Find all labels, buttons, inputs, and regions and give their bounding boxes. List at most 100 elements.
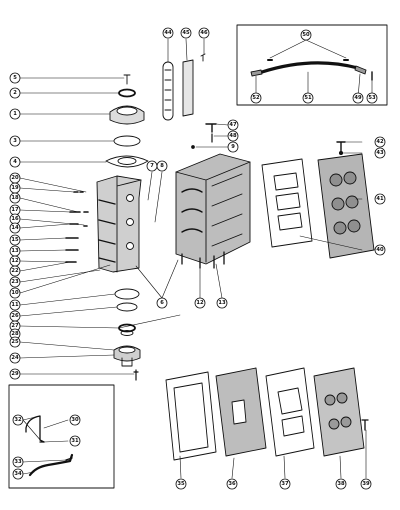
callout-8: 8	[156, 160, 168, 172]
svg-text:7: 7	[150, 163, 154, 169]
svg-text:13: 13	[218, 300, 226, 306]
callout-51: 51	[302, 92, 314, 104]
lower-left-parts	[113, 288, 141, 381]
svg-text:29: 29	[11, 371, 19, 377]
callout-49: 49	[352, 92, 364, 104]
svg-text:26: 26	[11, 313, 19, 319]
svg-text:35: 35	[177, 481, 185, 487]
svg-text:37: 37	[281, 481, 289, 487]
svg-text:30: 30	[71, 417, 79, 423]
svg-text:16: 16	[11, 216, 19, 222]
callout-20: 20	[9, 172, 21, 184]
svg-text:4: 4	[13, 159, 17, 165]
svg-text:33: 33	[14, 459, 22, 465]
svg-text:20: 20	[11, 175, 19, 181]
callout-43: 43	[374, 147, 386, 159]
callout-19: 19	[9, 182, 21, 194]
callout-52: 52	[250, 92, 262, 104]
callout-14: 14	[9, 222, 21, 234]
callout-48: 48	[227, 130, 239, 142]
callout-17: 17	[9, 204, 21, 216]
svg-text:17: 17	[11, 207, 19, 213]
svg-text:41: 41	[376, 196, 384, 202]
svg-text:1: 1	[13, 111, 17, 117]
svg-text:15: 15	[11, 237, 19, 243]
callout-45: 45	[180, 27, 192, 39]
svg-text:36: 36	[228, 481, 236, 487]
svg-text:49: 49	[354, 95, 362, 101]
callout-36: 36	[226, 478, 238, 490]
leader-lines	[19, 38, 373, 479]
callout-10: 10	[9, 287, 21, 299]
callout-16: 16	[9, 213, 21, 225]
callout-13: 13	[9, 245, 21, 257]
callout-47: 47	[227, 119, 239, 131]
hose-assembly	[236, 24, 388, 106]
svg-text:9: 9	[231, 144, 235, 150]
callout-12: 12	[9, 255, 21, 267]
callout-12-block: 12	[194, 297, 206, 309]
svg-text:18: 18	[11, 195, 19, 201]
callout-31: 31	[69, 435, 81, 447]
callout-5: 5	[9, 72, 21, 84]
callout-50: 50	[300, 29, 312, 41]
callout-46: 46	[198, 27, 210, 39]
callout-7: 7	[146, 160, 158, 172]
callout-3: 3	[9, 135, 21, 147]
svg-text:40: 40	[376, 247, 384, 253]
svg-text:43: 43	[376, 150, 384, 156]
svg-text:14: 14	[11, 225, 19, 231]
callouts: 5 2 1 3 4 20 19 18 17 16 14 15 13 12 22 …	[9, 27, 386, 490]
svg-text:12: 12	[196, 300, 204, 306]
callout-18: 18	[9, 192, 21, 204]
bottom-left-box	[8, 384, 115, 489]
callout-26: 26	[9, 310, 21, 322]
svg-text:24: 24	[11, 355, 19, 361]
svg-text:45: 45	[182, 30, 190, 36]
callout-29: 29	[9, 368, 21, 380]
svg-text:6: 6	[160, 300, 164, 306]
callout-15: 15	[9, 234, 21, 246]
diagram-artwork	[8, 24, 388, 489]
callout-2: 2	[9, 87, 21, 99]
callout-9: 9	[227, 141, 239, 153]
left-block	[65, 175, 142, 273]
svg-text:42: 42	[376, 139, 384, 145]
svg-text:46: 46	[200, 30, 208, 36]
callout-35: 35	[175, 478, 187, 490]
svg-text:19: 19	[11, 185, 19, 191]
svg-text:13: 13	[11, 248, 19, 254]
callout-34: 34	[12, 468, 24, 480]
callout-38: 38	[335, 478, 347, 490]
callout-40: 40	[374, 244, 386, 256]
svg-text:47: 47	[229, 122, 237, 128]
callout-33: 33	[12, 456, 24, 468]
callout-44: 44	[162, 27, 174, 39]
svg-text:38: 38	[337, 481, 345, 487]
svg-text:3: 3	[13, 138, 17, 144]
callout-30: 30	[69, 414, 81, 426]
svg-text:52: 52	[252, 95, 260, 101]
left-parts	[105, 74, 149, 168]
svg-text:53: 53	[368, 95, 376, 101]
svg-text:27: 27	[11, 323, 19, 329]
bottom-plates	[165, 367, 369, 461]
svg-text:44: 44	[164, 30, 172, 36]
svg-text:28: 28	[11, 331, 19, 337]
callout-37: 37	[279, 478, 291, 490]
svg-text:2: 2	[13, 90, 17, 96]
svg-text:23: 23	[11, 279, 19, 285]
callout-1: 1	[9, 108, 21, 120]
cylinder-block	[175, 123, 251, 269]
svg-text:11: 11	[11, 302, 19, 308]
callout-39: 39	[360, 478, 372, 490]
svg-text:12: 12	[11, 258, 19, 264]
callout-13-block: 13	[216, 297, 228, 309]
callout-32: 32	[12, 414, 24, 426]
svg-text:39: 39	[362, 481, 370, 487]
callout-24: 24	[9, 352, 21, 364]
exhaust-cover-right	[261, 141, 375, 259]
svg-text:31: 31	[71, 438, 79, 444]
callout-22: 22	[9, 265, 21, 277]
